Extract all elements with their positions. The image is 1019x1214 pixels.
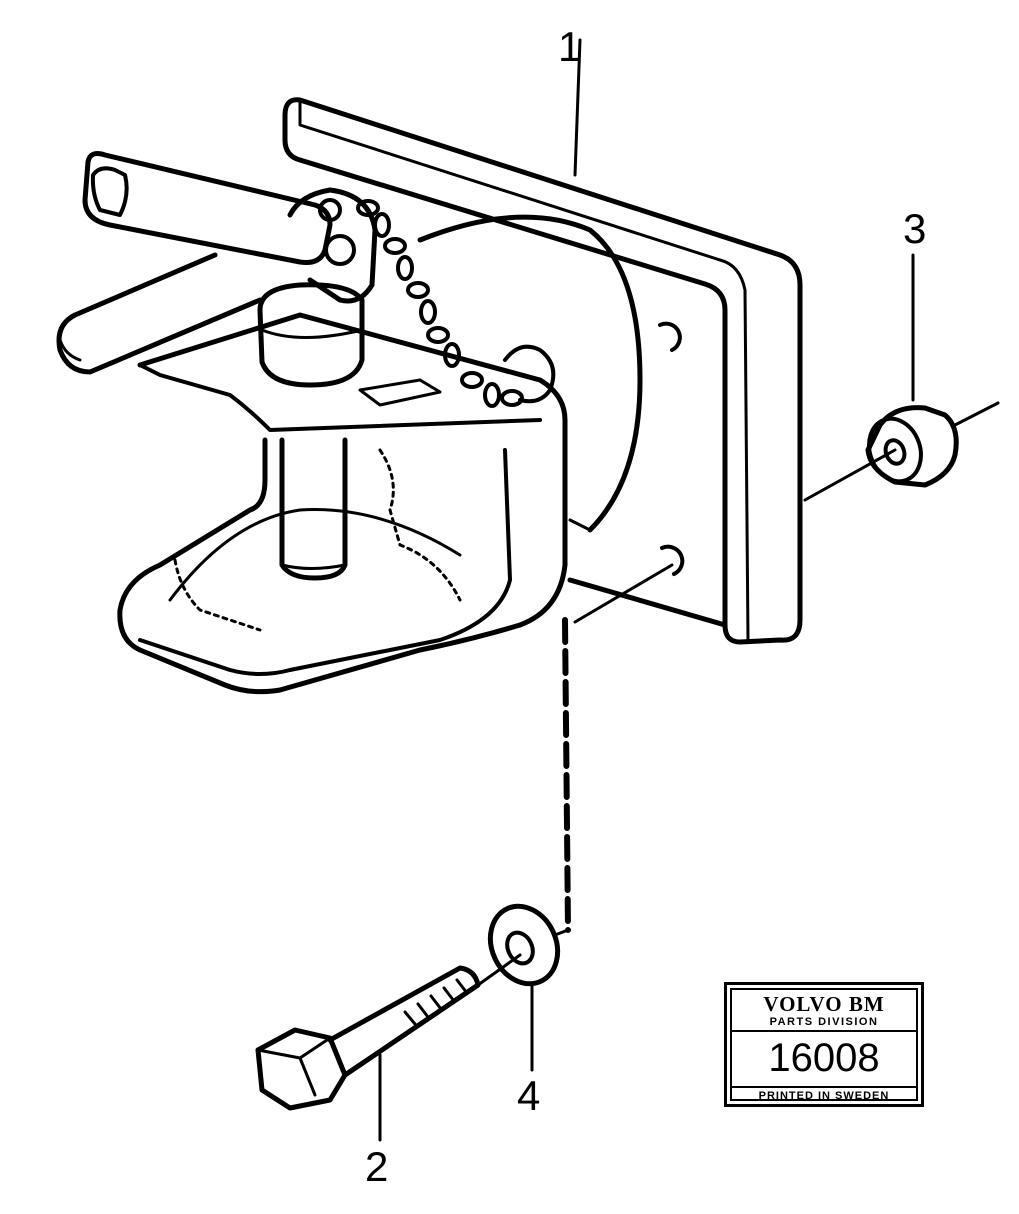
mounting-plate	[282, 97, 803, 645]
leader-1	[573, 38, 582, 177]
safety-chain	[356, 199, 556, 408]
plate-hole-lower	[660, 544, 685, 576]
stamp-printed: PRINTED IN SWEDEN	[758, 1090, 890, 1102]
stamp-brand: VOLVO BM	[763, 992, 885, 1016]
washer	[487, 903, 561, 987]
callout-1: 1	[558, 23, 582, 70]
callout-3: 3	[903, 205, 927, 252]
stamp-divider	[732, 1030, 916, 1032]
parts-division-stamp: VOLVO BM PARTS DIVISION 16008 PRINTED IN…	[724, 982, 924, 1107]
trailer-hook-body	[117, 312, 568, 695]
stamp-division: PARTS DIVISION	[769, 1016, 879, 1028]
stamp-inner-border: VOLVO BM PARTS DIVISION 16008 PRINTED IN…	[730, 988, 918, 1102]
plate-hole-upper	[658, 321, 682, 352]
stamp-divider	[732, 1086, 916, 1088]
assembly-lines	[378, 38, 1000, 1142]
nut	[865, 405, 959, 488]
callout-4: 4	[517, 1072, 541, 1119]
bolt	[255, 965, 481, 1111]
hook-lever	[56, 151, 378, 388]
stamp-number: 16008	[768, 1036, 880, 1080]
dashed-axis	[562, 617, 571, 933]
callout-2: 2	[365, 1143, 389, 1190]
